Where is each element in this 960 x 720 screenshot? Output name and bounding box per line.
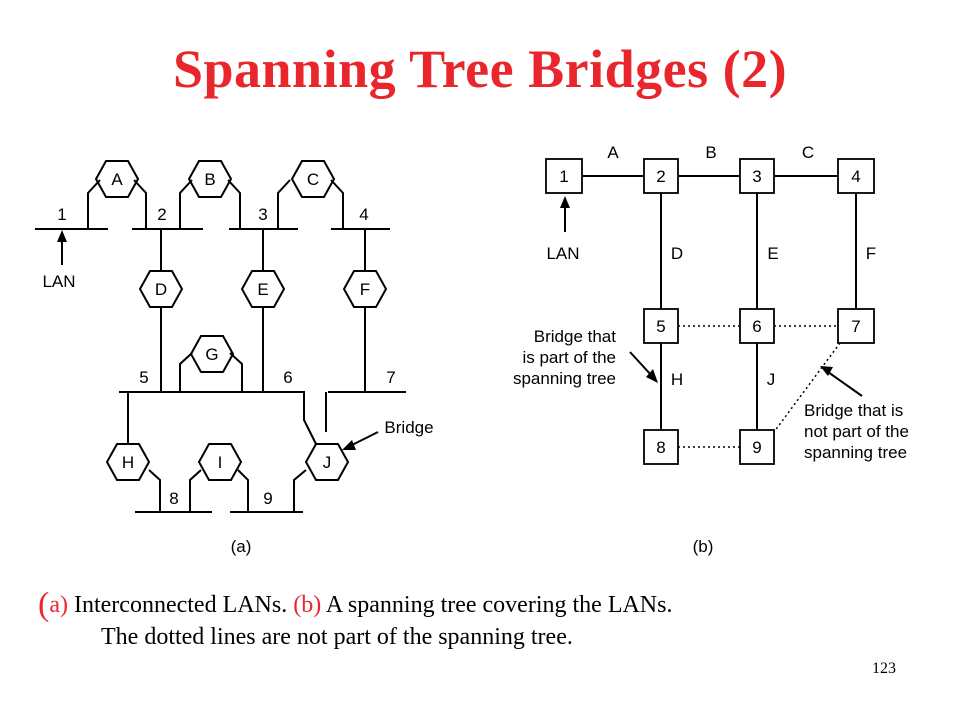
lan-number-2: 2: [157, 205, 166, 224]
node-label-8: 8: [656, 438, 665, 457]
bridge-arrow-a: [349, 431, 379, 447]
caption-open-paren: (: [38, 586, 50, 623]
node-label-1: 1: [559, 167, 568, 186]
edge-label-c: C: [802, 143, 814, 162]
callout-arrow-non-tree: [827, 371, 863, 397]
lan-number-8: 8: [169, 489, 178, 508]
bridge-label-f: F: [360, 280, 370, 299]
edge-label-f: F: [866, 244, 876, 263]
callout-not-in-tree-line-2: not part of the: [804, 422, 909, 441]
lan-label-b: LAN: [546, 244, 579, 263]
node-label-5: 5: [656, 317, 665, 336]
edge-label-e: E: [767, 244, 778, 263]
callout-in-tree-line-1: Bridge that: [534, 327, 616, 346]
callout-in-tree-line-2: is part of the: [522, 348, 616, 367]
bridge-label-h: H: [122, 453, 134, 472]
caption-b-text: A spanning tree covering the LANs.: [321, 592, 673, 618]
callout-arrow-head-non-tree: [820, 366, 833, 376]
bridge-label-b: B: [204, 170, 215, 189]
bridge-hexagons-a: [94, 160, 388, 481]
bridge-arrow-head-a: [342, 440, 356, 450]
node-label-6: 6: [752, 317, 761, 336]
callout-in-tree-line-3: spanning tree: [513, 369, 616, 388]
bridge-label-i: I: [218, 453, 223, 472]
caption-b-tag: (b): [293, 592, 322, 618]
node-label-3: 3: [752, 167, 761, 186]
node-label-7: 7: [851, 317, 860, 336]
callout-arrow-head-tree: [646, 369, 658, 383]
lan-number-6: 6: [283, 368, 292, 387]
bridge-label-c: C: [307, 170, 319, 189]
lan-number-5: 5: [139, 368, 148, 387]
caption-line-1: (a) Interconnected LANs. (b) A spanning …: [38, 586, 672, 624]
node-label-2: 2: [656, 167, 665, 186]
lan-number-4: 4: [359, 205, 368, 224]
diagram-b-caption: (b): [693, 537, 714, 556]
diagram-a-caption: (a): [231, 537, 252, 556]
node-label-4: 4: [851, 167, 860, 186]
lan-number-1: 1: [57, 205, 66, 224]
slide-title: Spanning Tree Bridges (2): [172, 39, 788, 99]
caption-line-2: The dotted lines are not part of the spa…: [101, 624, 573, 650]
bridge-label: Bridge: [384, 418, 433, 437]
lan-label-a: LAN: [42, 272, 75, 291]
caption-a-text: Interconnected LANs.: [67, 592, 294, 618]
bridge-label-j: J: [323, 453, 332, 472]
non-tree-edges-b: [678, 325, 841, 448]
bridge-label-d: D: [155, 280, 167, 299]
tree-edges-b: [582, 175, 857, 430]
bridge-label-a: A: [111, 170, 123, 189]
lan-number-7: 7: [386, 368, 395, 387]
slide-number: 123: [872, 660, 896, 677]
lan-nodes-b: [545, 158, 875, 465]
lan-number-9: 9: [263, 489, 272, 508]
bridge-links-a: [87, 179, 366, 512]
edge-label-d: D: [671, 244, 683, 263]
lan-arrow-head-b: [560, 196, 570, 208]
edge-label-b: B: [705, 143, 716, 162]
callout-not-in-tree-line-1: Bridge that is: [804, 401, 903, 420]
edge-label-j: J: [767, 370, 776, 389]
edge-label-a: A: [607, 143, 619, 162]
lan-arrow-head-a: [57, 230, 67, 242]
edge-label-h: H: [671, 370, 683, 389]
bridge-label-g: G: [205, 345, 218, 364]
caption-a-tag: a): [49, 592, 68, 618]
callout-not-in-tree-line-3: spanning tree: [804, 443, 907, 462]
node-label-9: 9: [752, 438, 761, 457]
bridge-label-e: E: [257, 280, 268, 299]
lan-number-3: 3: [258, 205, 267, 224]
callout-arrow-tree: [629, 351, 653, 377]
